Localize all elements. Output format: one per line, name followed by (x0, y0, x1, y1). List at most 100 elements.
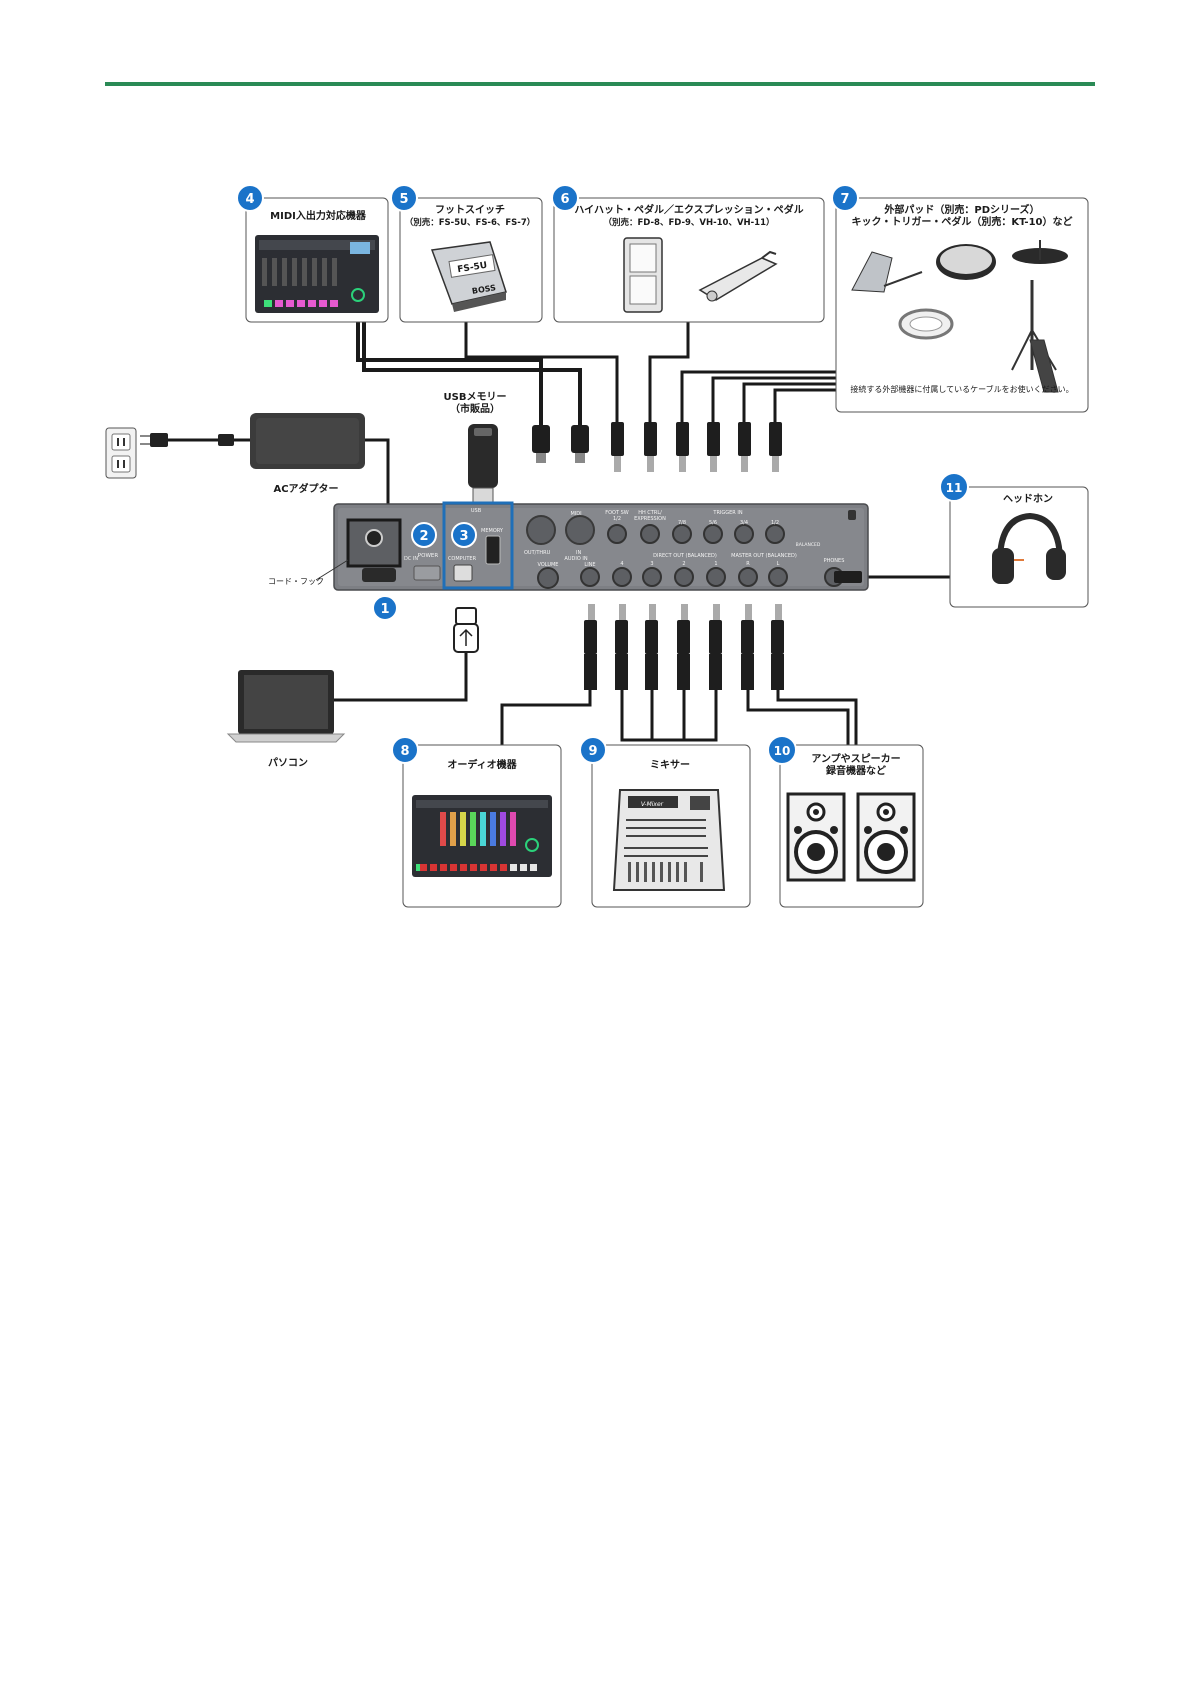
box-amp: アンプやスピーカー 録音機器など (779, 744, 924, 908)
usb-label: USB (471, 508, 482, 514)
dc-in-jack (365, 529, 383, 547)
kick-trigger-icon (851, 251, 923, 293)
foot-sw-sub: 1/2 (613, 516, 621, 522)
jack-plugs-bottom (584, 604, 784, 690)
svg-text:6: 6 (560, 192, 569, 207)
usb-memory-label: USBメモリー (444, 391, 507, 403)
hihat-stand-icon (1011, 280, 1059, 393)
pad-cable-4 (773, 388, 838, 424)
footswitch-label: フットスイッチ (435, 204, 505, 216)
hihat-pedal-icon (698, 250, 778, 302)
pads-label: 外部パッド（別売：PDシリーズ） (883, 203, 1039, 216)
headphones-icon (992, 512, 1066, 584)
usb-memory: USBメモリー （市販品） (444, 391, 507, 509)
svg-text:7: 7 (840, 192, 849, 207)
trigger-in-label: TRIGGER IN (712, 510, 742, 516)
midi-in-port (565, 515, 595, 545)
svg-text:10: 10 (774, 744, 791, 758)
footswitch-model-text: FS-5U (457, 261, 488, 276)
drum-pad-icon (898, 308, 954, 340)
mixer-label: ミキサー (650, 759, 690, 771)
badge-1: 1 (372, 595, 398, 621)
badge-2: 2 (411, 522, 437, 548)
master-label-r: R (746, 561, 750, 567)
volume-knob (537, 567, 559, 589)
ac-adapter-icon (250, 413, 365, 469)
amp-subtitle: 録音機器など (826, 764, 886, 777)
direct-out-label: DIRECT OUT (BALANCED) (653, 553, 717, 559)
pedal-label: ハイハット・ペダル／エクスプレッション・ペダル (574, 203, 803, 216)
pad-cable-3 (742, 382, 838, 424)
power-switch (413, 565, 441, 581)
midi-out-port (526, 515, 556, 545)
expression-pedal-icon (623, 237, 663, 313)
ac-dc-cable (363, 438, 390, 530)
audio-in-label: AUDIO IN (564, 556, 587, 562)
amp-cable-2 (776, 688, 858, 747)
kensington-lock-icon (848, 510, 856, 520)
usb-b-plug-icon (453, 607, 479, 653)
bottom-row-jacks (580, 567, 788, 587)
phones-plug (834, 571, 862, 583)
top-rule (105, 82, 1095, 86)
usb-pc-cable (330, 648, 468, 702)
pad-cable-1 (680, 370, 838, 424)
amp-label: アンプやスピーカー (811, 752, 900, 765)
badge-3: 3 (451, 522, 477, 548)
cymbal-icon (1012, 240, 1068, 264)
power-label: POWER (418, 553, 439, 559)
pads-subtitle: キック・トリガー・ペダル（別売：KT-10）など (852, 215, 1073, 228)
volume-label: VOLUME (538, 562, 559, 568)
cord-hook-label: コード・フック (268, 577, 324, 586)
pedal-cable (648, 320, 690, 424)
midi-in-label: IN (576, 550, 581, 556)
box-footswitch: フットスイッチ （別売：FS-5U、FS-6、FS-7） FS-5U BOSS (399, 197, 543, 323)
direct-label-3: 3 (650, 561, 653, 567)
groovebox-icon-2 (412, 795, 552, 877)
svg-text:1: 1 (380, 602, 389, 617)
midi-cable-out (356, 320, 543, 427)
usb-b-port (453, 564, 473, 582)
power-plug-icon (140, 433, 234, 447)
laptop-icon (226, 670, 346, 743)
usb-a-port (485, 535, 501, 565)
trig-label-34: 3/4 (740, 520, 748, 526)
box-midi-device: MIDI入出力対応機器 (245, 197, 389, 323)
box-audio: オーディオ機器 (402, 744, 562, 908)
speaker-right-icon (856, 792, 916, 882)
foot-sw-label: FOOT SW (605, 510, 629, 516)
box-pads: 外部パッド（別売：PDシリーズ） キック・トリガー・ペダル（別売：KT-10）な… (835, 197, 1089, 413)
top-row-jacks (607, 524, 785, 544)
badge-11: 11 (939, 472, 969, 502)
midi-plugs (532, 425, 589, 463)
speaker-left-icon (786, 792, 846, 882)
trig-label-12: 1/2 (771, 520, 779, 526)
badge-8: 8 (391, 736, 419, 764)
master-label-l: L (777, 561, 780, 567)
jack-plugs-top (611, 422, 782, 472)
expression-label: EXPRESSION (634, 516, 666, 522)
badge-9: 9 (579, 736, 607, 764)
box-pedal: ハイハット・ペダル／エクスプレッション・ペダル （別売：FD-8、FD-9、VH… (553, 197, 825, 323)
midi-cable-in (362, 320, 582, 427)
svg-text:4: 4 (245, 192, 254, 207)
groovebox-icon (255, 235, 379, 313)
svg-text:9: 9 (588, 744, 597, 759)
trig-label-78: 7/8 (678, 520, 686, 526)
svg-text:3: 3 (459, 529, 468, 544)
badge-4: 4 (236, 184, 264, 212)
usb-memory-subtitle: （市販品） (450, 402, 500, 415)
midi-device-label: MIDI入出力対応機器 (270, 209, 367, 222)
footswitch-icon: FS-5U BOSS (430, 241, 507, 312)
master-out-label: MASTER OUT (BALANCED) (731, 553, 797, 559)
direct-label-4: 4 (620, 561, 623, 567)
pc-label: パソコン (268, 757, 308, 769)
audio-label: オーディオ機器 (447, 758, 517, 771)
pad-cable-2 (711, 376, 838, 424)
phones-label: PHONES (824, 558, 845, 564)
badge-6: 6 (551, 184, 579, 212)
footswitch-brand-text: BOSS (471, 283, 496, 296)
svg-text:11: 11 (946, 481, 963, 495)
direct-label-2: 2 (682, 561, 685, 567)
